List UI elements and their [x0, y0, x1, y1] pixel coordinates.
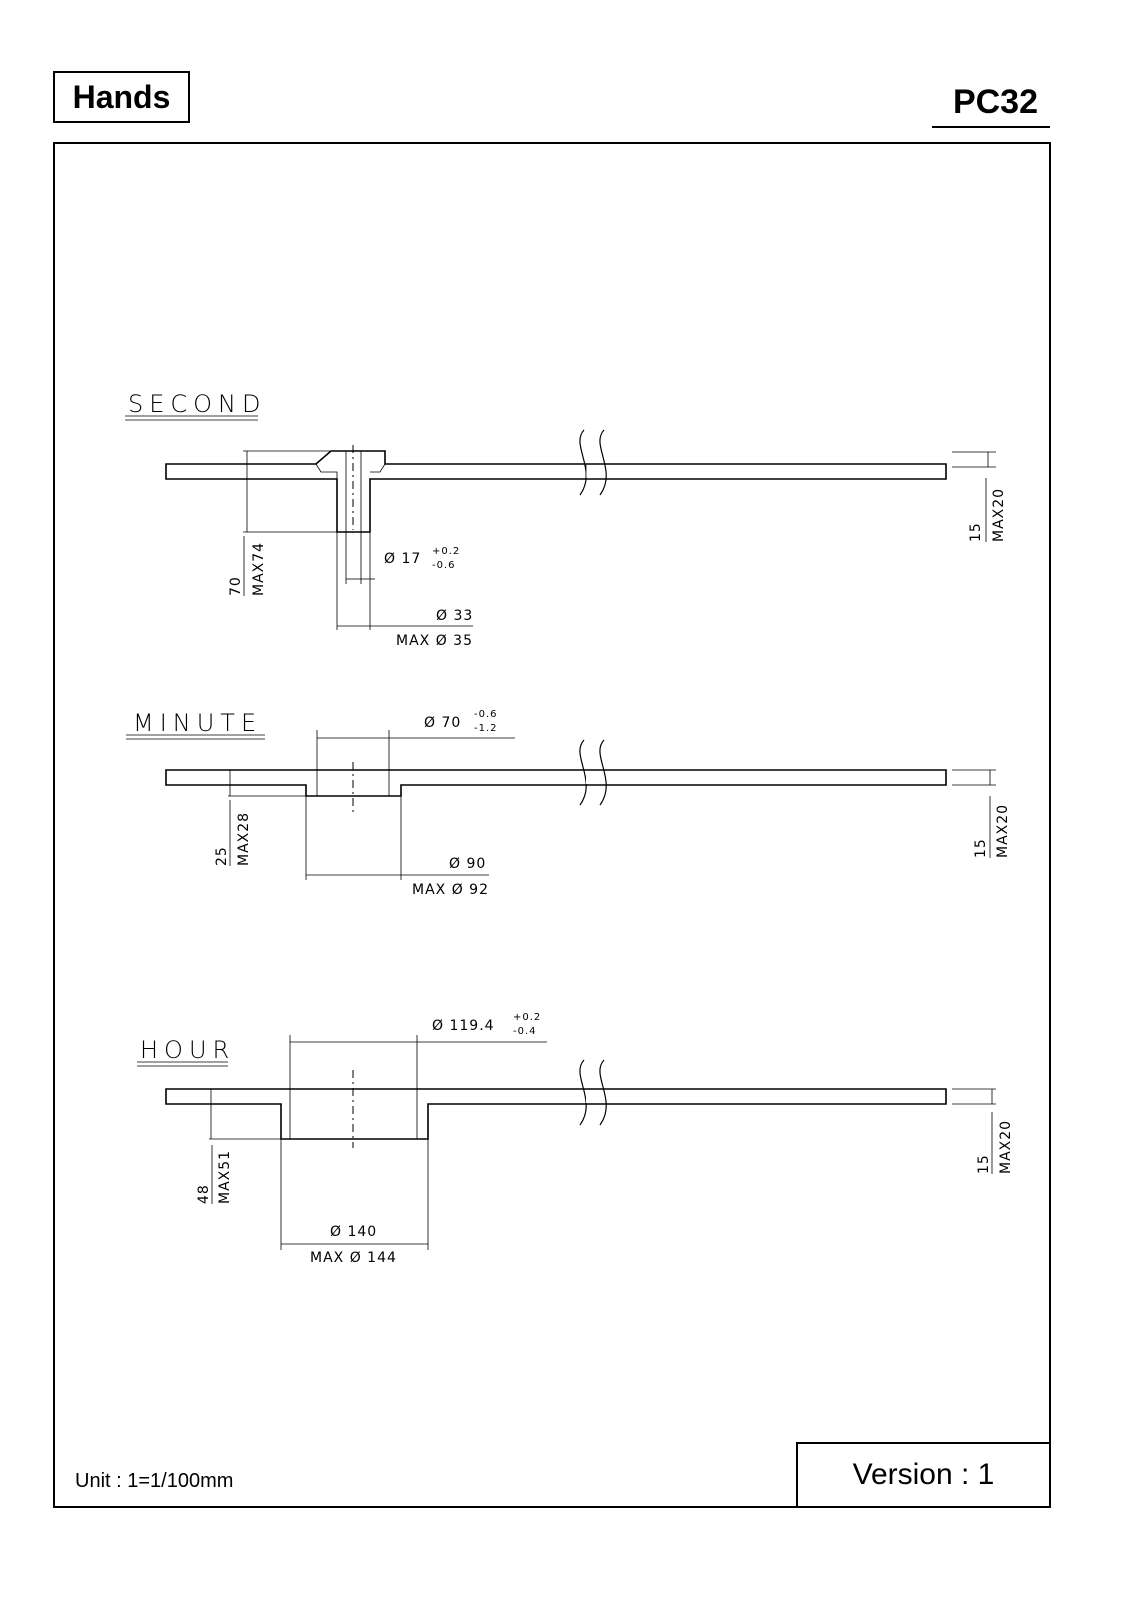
hour-outer-dia: Ø 140 — [330, 1224, 377, 1240]
second-outer-max: MAX Ø 35 — [396, 633, 473, 649]
second-break-mark-1 — [579, 429, 587, 496]
minute-thickness-max-label: MAX20 — [995, 804, 1011, 858]
minute-height-label: 25 — [214, 846, 230, 866]
hour-inner-dia: Ø 119.4 — [432, 1018, 495, 1034]
minute-inner-tol-minus: -1.2 — [474, 723, 498, 734]
hour-height-max-label: MAX51 — [217, 1150, 233, 1204]
hour-hand-section: HOUR Ø 119.4 +0.2 -0.4 48 MAX51 Ø 140 MA… — [137, 1012, 1014, 1266]
second-inner-tol-plus: +0.2 — [432, 546, 460, 557]
second-break-mark-2 — [599, 429, 607, 496]
second-inner-tol-minus: -0.6 — [432, 560, 456, 571]
minute-break-gap — [586, 771, 602, 784]
minute-thickness-label: 15 — [973, 838, 989, 858]
second-outer-dia: Ø 33 — [436, 608, 473, 624]
drawing-frame — [53, 142, 1051, 1508]
minute-inner-tol-plus: -0.6 — [474, 709, 498, 720]
hour-height-label: 48 — [196, 1184, 212, 1204]
hour-break-gap — [586, 1090, 602, 1103]
minute-hand-profile — [165, 769, 947, 797]
hour-hand-profile — [165, 1088, 947, 1140]
hour-break-mark-2 — [599, 1059, 607, 1126]
second-inner-dia: Ø 17 — [384, 551, 421, 567]
minute-outer-max: MAX Ø 92 — [412, 882, 489, 898]
minute-inner-dia: Ø 70 — [424, 715, 461, 731]
minute-title: MINUTE — [133, 709, 262, 737]
hour-outer-max: MAX Ø 144 — [310, 1250, 397, 1266]
second-hand-profile — [165, 450, 947, 533]
minute-break-mark-2 — [599, 739, 607, 806]
second-title: SECOND — [128, 390, 266, 418]
second-hub-step-right — [370, 463, 386, 473]
minute-hand-section: MINUTE Ø 70 -0.6 -1.2 25 MAX28 Ø 90 MAX … — [126, 709, 1011, 898]
second-break-gap — [586, 465, 602, 478]
hour-inner-tol-plus: +0.2 — [513, 1012, 541, 1023]
minute-outer-dia: Ø 90 — [449, 856, 486, 872]
unit-note: Unit : 1=1/100mm — [75, 1470, 234, 1492]
minute-break-mark-1 — [579, 739, 587, 806]
second-hand-section: SECOND 70 MAX74 Ø 17 +0.2 -0.6 Ø 33 MAX … — [125, 390, 1007, 649]
hour-title: HOUR — [140, 1036, 235, 1064]
hour-thickness-label: 15 — [976, 1154, 992, 1174]
second-thickness-label: 15 — [968, 522, 984, 542]
version-box: Version : 1 — [796, 1442, 1051, 1508]
second-height-max-label: MAX74 — [251, 542, 267, 596]
model-number: PC32 — [932, 80, 1050, 128]
category-title: Hands — [53, 71, 190, 123]
hour-break-mark-1 — [579, 1059, 587, 1126]
second-hub-step — [315, 463, 338, 479]
hour-thickness-max-label: MAX20 — [998, 1120, 1014, 1174]
second-thickness-max-label: MAX20 — [991, 488, 1007, 542]
hour-inner-tol-minus: -0.4 — [513, 1026, 537, 1037]
second-height-label: 70 — [228, 576, 244, 596]
minute-height-max-label: MAX28 — [236, 812, 252, 866]
